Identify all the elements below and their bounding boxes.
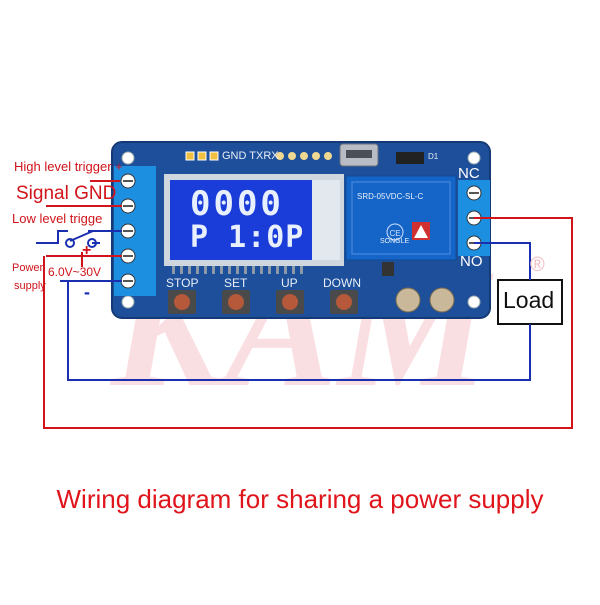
label-signal-gnd: Signal GND <box>16 183 117 204</box>
button-label-down: DOWN <box>323 276 361 290</box>
mount-hole-tl-icon <box>121 151 135 165</box>
label-plus: + <box>82 242 92 259</box>
label-voltage-range: 6.0V~30V <box>48 265 102 279</box>
diagram-caption: Wiring diagram for sharing a power suppl… <box>56 484 544 514</box>
transistor-icon <box>382 262 394 276</box>
button-label-up: UP <box>281 276 298 290</box>
svg-text:CE: CE <box>389 229 400 238</box>
mount-hole-tr-icon <box>467 151 481 165</box>
lcd-line-bottom: P 1:0P <box>190 220 305 255</box>
header-pins <box>185 151 219 161</box>
relay-brand: SONGLE <box>380 238 410 245</box>
lcd-line-top: 0000 <box>190 184 284 224</box>
red-wires <box>43 180 573 429</box>
button-label-set: SET <box>224 276 248 290</box>
label-high-level-trigger: High level trigger + <box>14 159 123 174</box>
registered-mark: ® <box>530 254 545 276</box>
potentiometer-icon <box>395 287 421 313</box>
capacitor-icon <box>429 287 455 313</box>
relay-model: SRD-05VDC-SL-C <box>357 192 424 201</box>
via-holes <box>276 152 332 160</box>
button-label-stop: STOP <box>166 276 199 290</box>
mount-hole-br-icon <box>467 295 481 309</box>
header-label: GND TXRX <box>222 150 279 162</box>
button-caps <box>168 290 358 314</box>
label-power: Power <box>12 262 44 274</box>
label-nc: NC <box>458 165 480 182</box>
label-low-level-trigger: Low level trigge <box>12 211 103 226</box>
relay <box>345 175 457 261</box>
trigger-switch-icon <box>65 230 100 248</box>
label-supply: supply <box>14 280 46 292</box>
label-load: Load <box>503 287 555 313</box>
lcd-screen <box>170 180 312 260</box>
label-minus: - <box>84 282 90 302</box>
diode-label: D1 <box>428 152 439 161</box>
label-no: NO <box>460 253 483 270</box>
mount-hole-bl-icon <box>121 295 135 309</box>
diode-icon <box>396 152 424 164</box>
